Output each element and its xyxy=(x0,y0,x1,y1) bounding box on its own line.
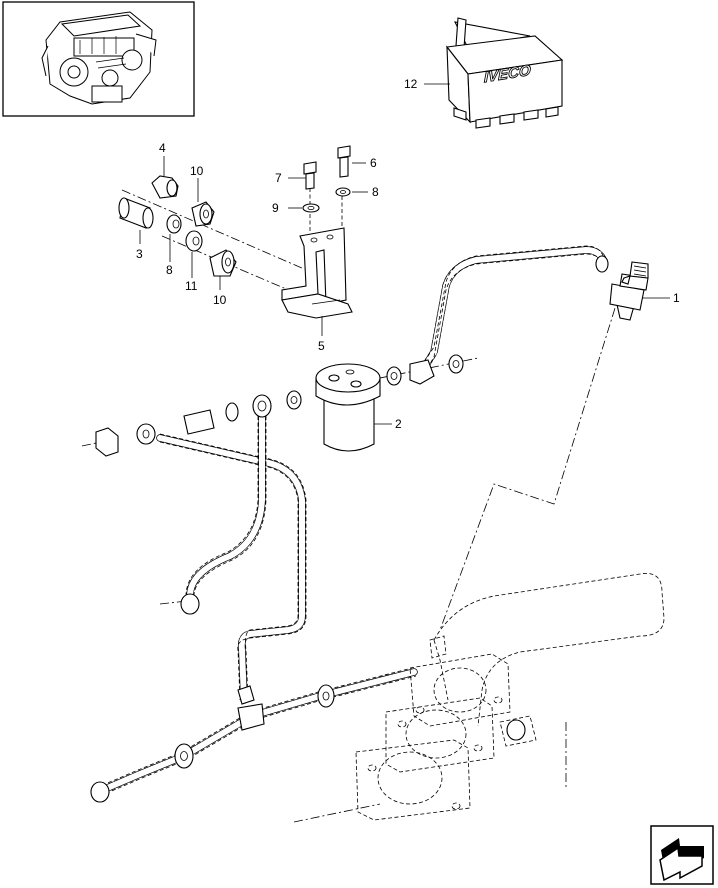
callout-leaders xyxy=(139,83,670,425)
callout-7: 7 xyxy=(275,171,282,185)
callout-9: 9 xyxy=(272,201,279,215)
callout-1: 1 xyxy=(673,291,680,305)
callout-8-left: 8 xyxy=(166,263,173,277)
fuel-filter xyxy=(315,363,381,452)
part-4-nut xyxy=(151,175,179,199)
callout-labels: 1 2 3 4 5 6 7 8 8 9 10 10 11 12 xyxy=(136,77,680,431)
engine-thumbnail-icon[interactable] xyxy=(2,1,195,117)
callout-5: 5 xyxy=(318,339,325,353)
intake-manifold-outline xyxy=(355,573,665,821)
callout-12: 12 xyxy=(404,77,418,91)
part-10-grommet-upper xyxy=(191,201,215,227)
mounting-bracket-assembly xyxy=(281,145,353,319)
part-11-washer xyxy=(185,230,203,252)
part-3-sleeve xyxy=(118,197,154,229)
part-1-sensor xyxy=(609,261,649,321)
callout-4: 4 xyxy=(159,141,166,155)
navigation-arrow-icon[interactable] xyxy=(650,825,714,885)
pipe-fittings xyxy=(90,255,609,803)
callout-6: 6 xyxy=(370,156,377,170)
fitting-parts-cluster xyxy=(118,175,319,301)
callout-2: 2 xyxy=(395,417,402,431)
part-10-grommet-lower xyxy=(209,249,237,277)
callout-3: 3 xyxy=(136,247,143,261)
iveco-control-module: IVECO xyxy=(445,17,564,129)
part-8-washer-left xyxy=(166,214,182,234)
callout-10-lower: 10 xyxy=(213,293,227,307)
callout-11: 11 xyxy=(185,279,198,293)
callout-8-right: 8 xyxy=(372,185,379,199)
fuel-pipe-network xyxy=(81,245,621,823)
callout-10-upper: 10 xyxy=(190,164,204,178)
